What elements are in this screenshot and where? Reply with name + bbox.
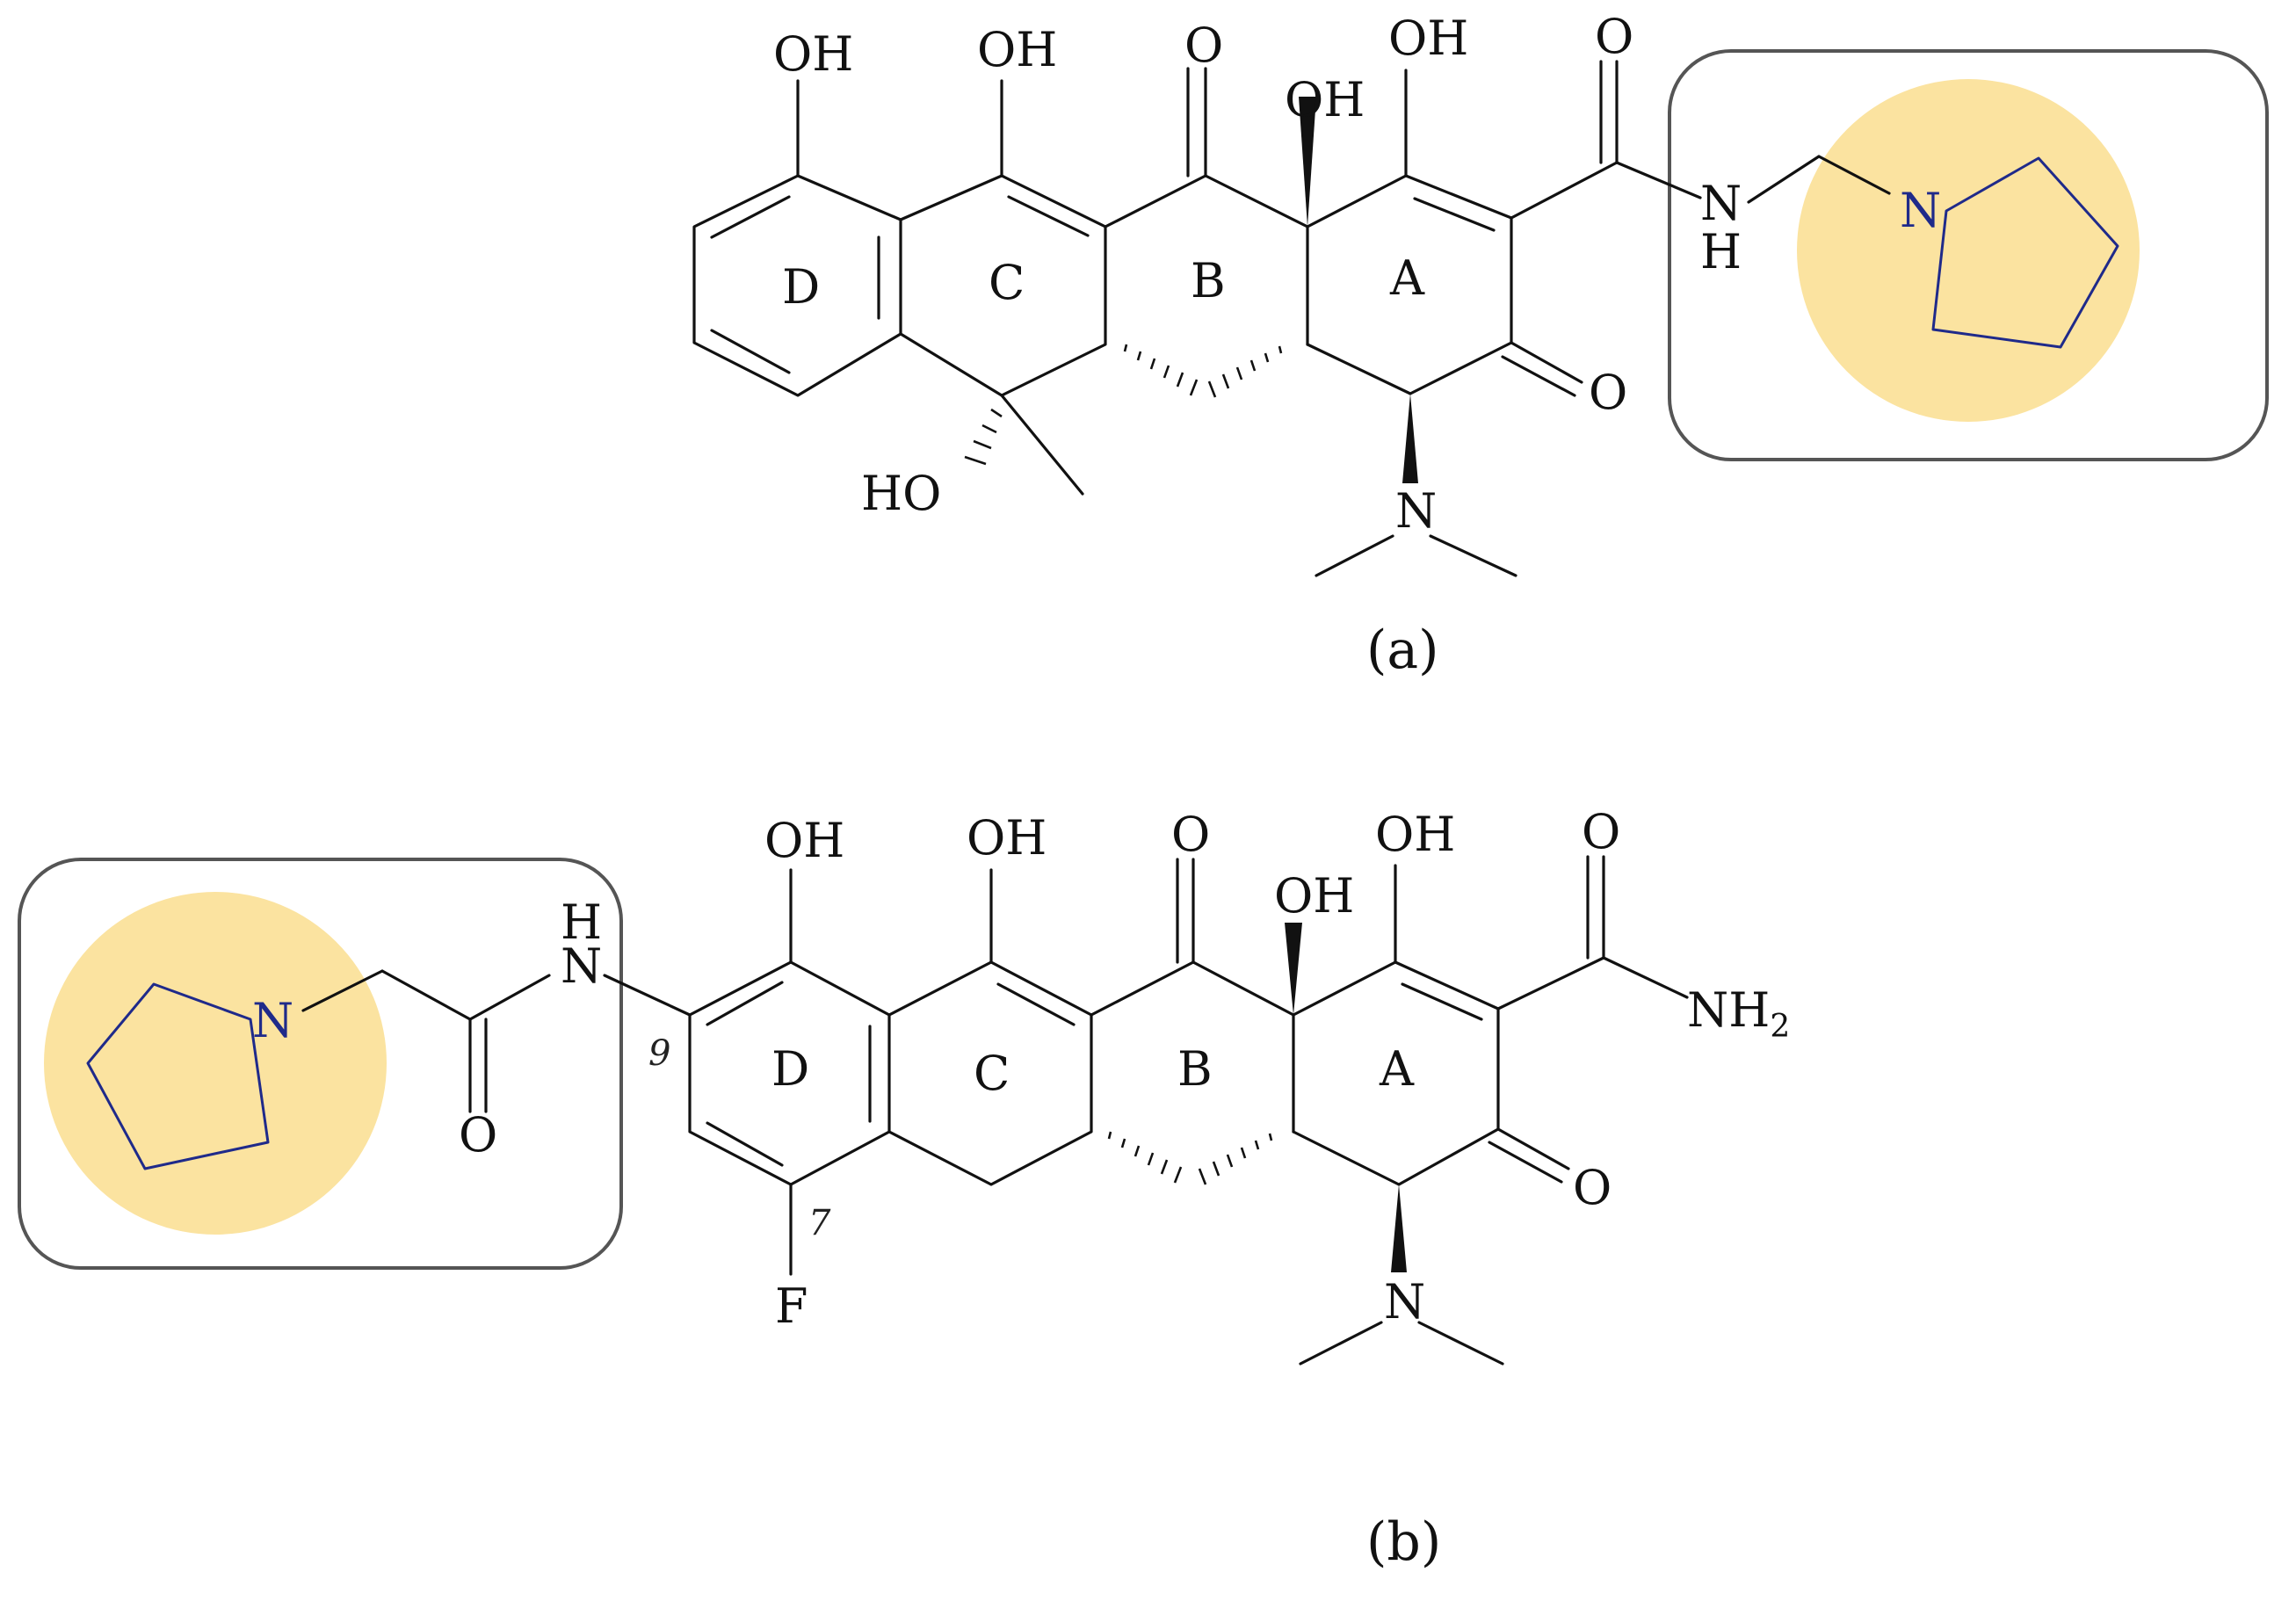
panel-b-oh-4a: OH [1274, 868, 1354, 924]
panel-a-oh-ring-c: OH [977, 22, 1057, 77]
panel-b-structure: OH OH O OH OH O NH2 O N F H N O N 9 7 D … [18, 804, 1790, 1573]
panel-a-structure: OH OH O OH OH O O HO N N H N D C B A (a) [692, 9, 2269, 681]
panel-b-ring-label-d: D [771, 1041, 809, 1097]
panel-b-ring-label-c: C [974, 1046, 1010, 1101]
panel-b-locant-9: 9 [648, 1033, 670, 1074]
panel-b-amide-o: O [1582, 804, 1620, 859]
panel-b-ring-c [887, 960, 1093, 1186]
panel-b-pyrrolidine-n: N [252, 993, 293, 1048]
panel-a-amide-n: N [1700, 176, 1742, 231]
panel-b-ketone-o-ring-b: O [1171, 807, 1210, 862]
panel-a-ring-label-a: A [1389, 250, 1425, 306]
panel-b-amide-nh2: NH2 [1687, 982, 1790, 1045]
panel-a-oh-ring-a: OH [1388, 11, 1468, 66]
panel-b-oh-ring-d: OH [764, 813, 844, 868]
panel-b-caption: (b) [1366, 1511, 1441, 1573]
panel-a-ketone-o-ring-a: O [1589, 365, 1627, 420]
panel-b-amide-h-9: H [561, 895, 602, 950]
panel-b-ring-label-a: A [1379, 1041, 1415, 1097]
panel-b-ring-b-hashed-bonds [1107, 1131, 1273, 1185]
panel-a-ring-label-b: B [1191, 253, 1226, 308]
panel-a-ring-label-d: D [782, 259, 820, 315]
panel-b-glycyl-o: O [459, 1107, 497, 1163]
panel-b-locant-7: 7 [808, 1203, 831, 1243]
panel-b-ring-b [1090, 960, 1295, 1134]
panel-b-nh2-label: NH [1687, 982, 1770, 1038]
panel-a-ring-a [1306, 174, 1513, 395]
panel-a-pyrrolidine-n: N [1900, 183, 1941, 238]
panel-a-highlight-circle [1797, 79, 2140, 422]
panel-b-highlight-frame [18, 858, 623, 1270]
panel-a-amide-o: O [1595, 9, 1633, 64]
panel-b-ring-a [1292, 960, 1500, 1186]
panel-b-oh-ring-c: OH [967, 810, 1047, 866]
panel-b-oh-ring-a: OH [1375, 807, 1455, 862]
panel-a-highlight-frame [1668, 49, 2269, 461]
panel-a-ketone-o-ring-b: O [1184, 18, 1223, 73]
panel-b-amide-n-9: N [561, 938, 602, 994]
panel-a-ring-c [899, 174, 1107, 397]
panel-a-oh-ring-d: OH [773, 26, 853, 82]
panel-b-ketone-o-ring-a: O [1573, 1160, 1612, 1215]
panel-a-amide-h: H [1700, 224, 1742, 279]
panel-a-ring-label-c: C [989, 255, 1025, 310]
panel-b-dimethylamino-n: N [1384, 1274, 1425, 1329]
panel-a-ring-b [1104, 174, 1309, 346]
panel-a-oh-4a: OH [1285, 72, 1365, 127]
panel-b-ring-label-b: B [1177, 1041, 1213, 1097]
panel-a-caption: (a) [1366, 619, 1439, 681]
panel-b-nh2-subscript: 2 [1770, 1009, 1790, 1045]
panel-a-ring-b-hashed-bonds [1123, 344, 1283, 398]
panel-a-ho-c6: HO [861, 466, 941, 521]
panel-a-dimethylamino-n: N [1395, 483, 1437, 539]
panel-b-highlight-circle [44, 892, 387, 1235]
panel-b-fluorine: F [775, 1279, 808, 1334]
